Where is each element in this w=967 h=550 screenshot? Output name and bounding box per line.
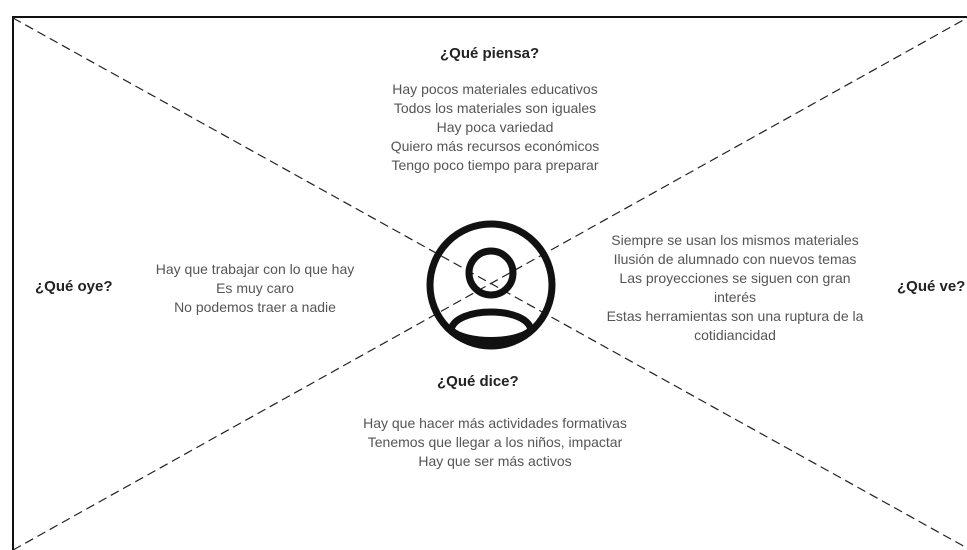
- hears-list: Hay que trabajar con lo que hay Es muy c…: [130, 260, 380, 317]
- hears-heading: ¿Qué oye?: [35, 278, 113, 295]
- sees-item: Ilusión de alumnado con nuevos temas: [613, 251, 857, 267]
- diagonal-line-bl-tr: [12, 17, 967, 550]
- says-heading: ¿Qué dice?: [437, 373, 519, 390]
- thinks-item: Hay poca variedad: [436, 119, 554, 135]
- says-item: Hay que hacer más actividades formativas: [363, 415, 627, 431]
- thinks-list: Hay pocos materiales educativos Todos lo…: [345, 80, 645, 175]
- thinks-item: Todos los materiales son iguales: [393, 100, 597, 116]
- says-item: Tenemos que llegar a los niños, impactar: [367, 434, 623, 450]
- sees-item: cotidiancidad: [694, 327, 776, 343]
- user-icon: [426, 220, 556, 350]
- sees-item: Las proyecciones se siguen con gran: [619, 270, 851, 286]
- says-list: Hay que hacer más actividades formativas…: [325, 414, 665, 471]
- hears-item: Es muy caro: [216, 280, 294, 296]
- hears-item: Hay que trabajar con lo que hay: [155, 261, 355, 277]
- thinks-heading: ¿Qué piensa?: [440, 45, 540, 62]
- says-item: Hay que ser más activos: [418, 453, 572, 469]
- sees-list: Siempre se usan los mismos materiales Il…: [580, 231, 890, 345]
- sees-item: Estas herramientas son una ruptura de la: [606, 308, 864, 324]
- thinks-item: Hay pocos materiales educativos: [392, 81, 598, 97]
- sees-heading: ¿Qué ve?: [897, 278, 966, 295]
- thinks-item: Quiero más recursos económicos: [390, 138, 600, 154]
- map-frame: [12, 16, 967, 550]
- sees-item: Siempre se usan los mismos materiales: [611, 232, 859, 248]
- sees-item: interés: [713, 289, 757, 305]
- hears-item: No podemos traer a nadie: [174, 299, 336, 315]
- thinks-item: Tengo poco tiempo para preparar: [391, 157, 599, 173]
